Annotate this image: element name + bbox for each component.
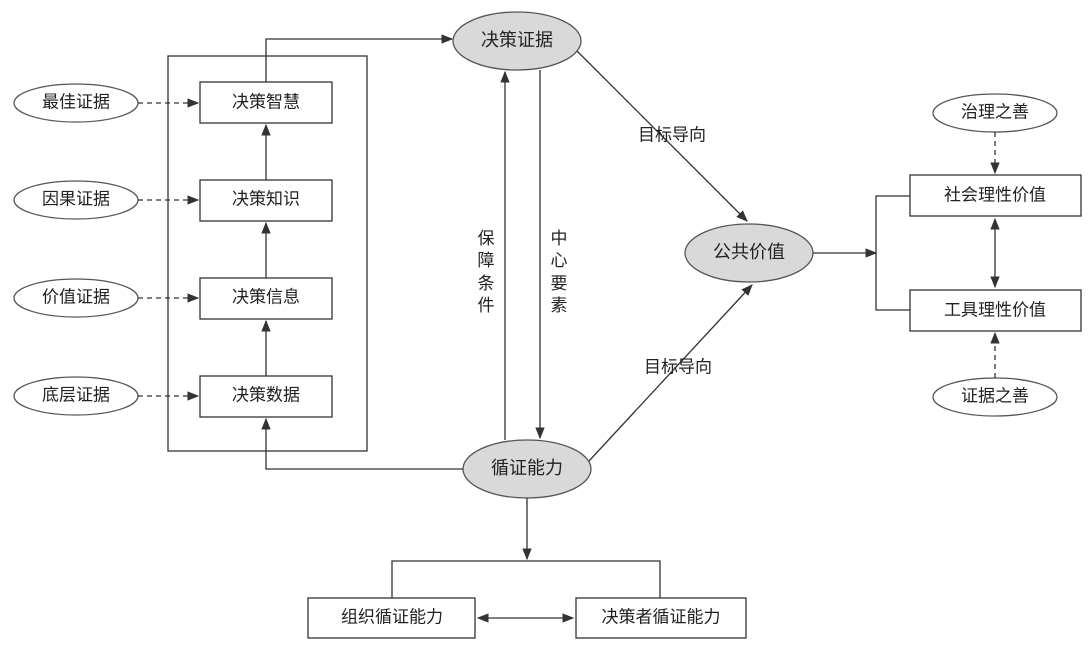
instrumental-rational-value-label: 工具理性价值 [944, 300, 1046, 321]
organizational-capability-box [307, 597, 476, 639]
goal-orientation-label-top: 目标导向 [638, 125, 706, 146]
public-value-label: 公共价值 [713, 242, 785, 263]
decision-wisdom-box [199, 81, 333, 124]
core-elements-label: 中心要素 [550, 229, 568, 317]
decision-knowledge-label: 决策知识 [232, 189, 300, 210]
decision-information-label: 决策信息 [232, 287, 300, 308]
value-bracket [875, 195, 910, 311]
decision-evidence-label: 决策证据 [481, 30, 553, 51]
best-evidence-label: 最佳证据 [42, 92, 110, 113]
base-evidence-label: 底层证据 [42, 385, 110, 406]
instrumental-rational-value-box [909, 289, 1082, 332]
value-evidence-label: 价值证据 [42, 287, 110, 308]
social-rational-value-box [909, 174, 1082, 217]
goal-orientation-label-bottom: 目标导向 [644, 357, 712, 378]
social-rational-value-label: 社会理性价值 [944, 185, 1046, 206]
governance-good-label: 治理之善 [961, 102, 1029, 123]
capability-split-bracket [391, 560, 661, 598]
guarantee-label: 保障条件 [477, 229, 495, 317]
decision-evidence-node [452, 11, 582, 71]
evidence-capability-label: 循证能力 [491, 458, 563, 479]
decision-stack-frame [167, 55, 368, 452]
wisdom-to-evidence-arrow [265, 34, 454, 82]
decision-wisdom-label: 决策智慧 [232, 92, 300, 113]
causal-evidence-label: 因果证据 [42, 189, 110, 210]
decision-maker-capability-label: 决策者循证能力 [601, 607, 721, 628]
decision-information-box [199, 277, 333, 320]
evidence-good-label: 证据之善 [961, 386, 1029, 407]
goal-orientation-arrow-bottom [588, 284, 753, 462]
capability-to-data-arrow [261, 417, 463, 470]
decision-maker-capability-box [575, 597, 747, 639]
goal-orientation-arrow-top [576, 50, 748, 222]
decision-data-label: 决策数据 [232, 385, 300, 406]
organizational-capability-label: 组织循证能力 [341, 607, 443, 628]
